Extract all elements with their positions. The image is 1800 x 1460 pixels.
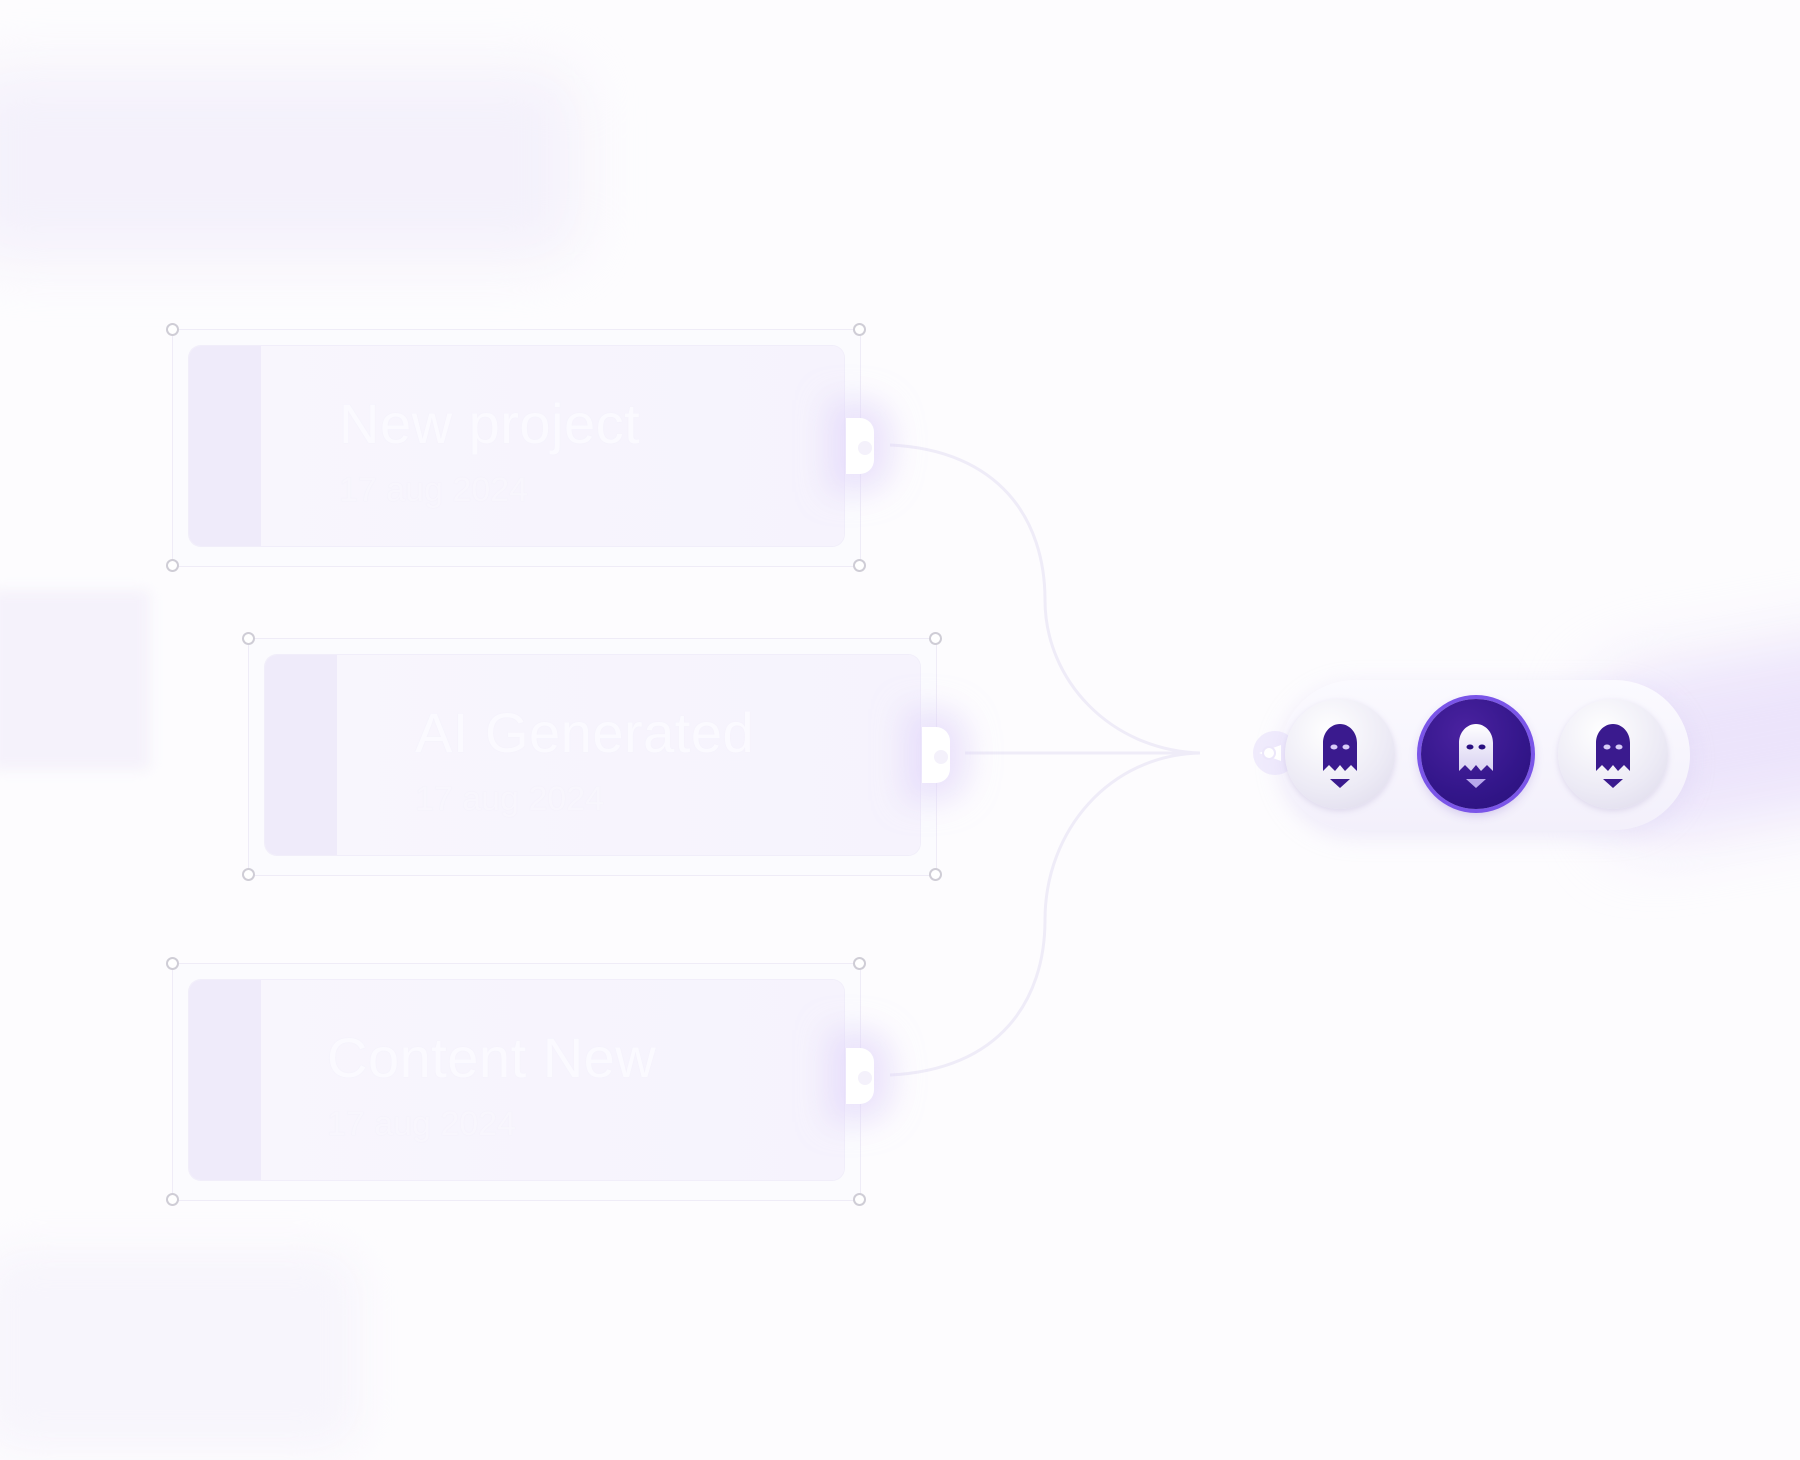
- resize-handle[interactable]: [166, 323, 179, 336]
- output-port[interactable]: [846, 418, 874, 474]
- card-thumbnail: [189, 980, 261, 1180]
- resize-handle[interactable]: [242, 632, 255, 645]
- resize-handle[interactable]: [242, 868, 255, 881]
- card-title: AI Generated: [415, 701, 755, 764]
- output-port[interactable]: [846, 1048, 874, 1104]
- resize-handle[interactable]: [166, 1193, 179, 1206]
- resize-handle[interactable]: [929, 632, 942, 645]
- ghost-pencil-icon: [1596, 724, 1630, 788]
- avatar-option[interactable]: [1558, 699, 1668, 809]
- background-blur-left: [0, 590, 150, 770]
- resize-handle[interactable]: [853, 957, 866, 970]
- avatar-option-selected[interactable]: [1421, 699, 1531, 809]
- input-port-icon[interactable]: [1245, 725, 1293, 781]
- port-dot: [856, 1069, 874, 1087]
- ghost-pencil-icon: [1323, 724, 1357, 788]
- project-card[interactable]: New project 17 aug 2024: [189, 346, 844, 546]
- resize-handle[interactable]: [166, 559, 179, 572]
- resize-handle[interactable]: [853, 323, 866, 336]
- background-blur-bottom: [0, 1250, 360, 1450]
- background-blur-top: [0, 70, 580, 260]
- card-date: 17 aug 2024: [339, 471, 529, 509]
- card-title: Content New: [327, 1026, 657, 1089]
- resize-handle[interactable]: [929, 868, 942, 881]
- card-thumbnail: [189, 346, 261, 546]
- resize-handle[interactable]: [166, 957, 179, 970]
- card-thumbnail: [265, 655, 337, 855]
- output-port[interactable]: [922, 727, 950, 783]
- card-date: 17 aug 2024: [327, 1105, 517, 1143]
- project-card[interactable]: Content New 17 aug 2024: [189, 980, 844, 1180]
- card-title: New project: [339, 392, 641, 455]
- resize-handle[interactable]: [853, 1193, 866, 1206]
- avatar-option[interactable]: [1285, 699, 1395, 809]
- resize-handle[interactable]: [853, 559, 866, 572]
- ghost-pencil-icon: [1459, 724, 1493, 788]
- project-card[interactable]: AI Generated 17 aug 2024: [265, 655, 920, 855]
- port-dot: [932, 748, 950, 766]
- port-dot: [856, 439, 874, 457]
- card-date: 17 aug 2024: [415, 780, 605, 818]
